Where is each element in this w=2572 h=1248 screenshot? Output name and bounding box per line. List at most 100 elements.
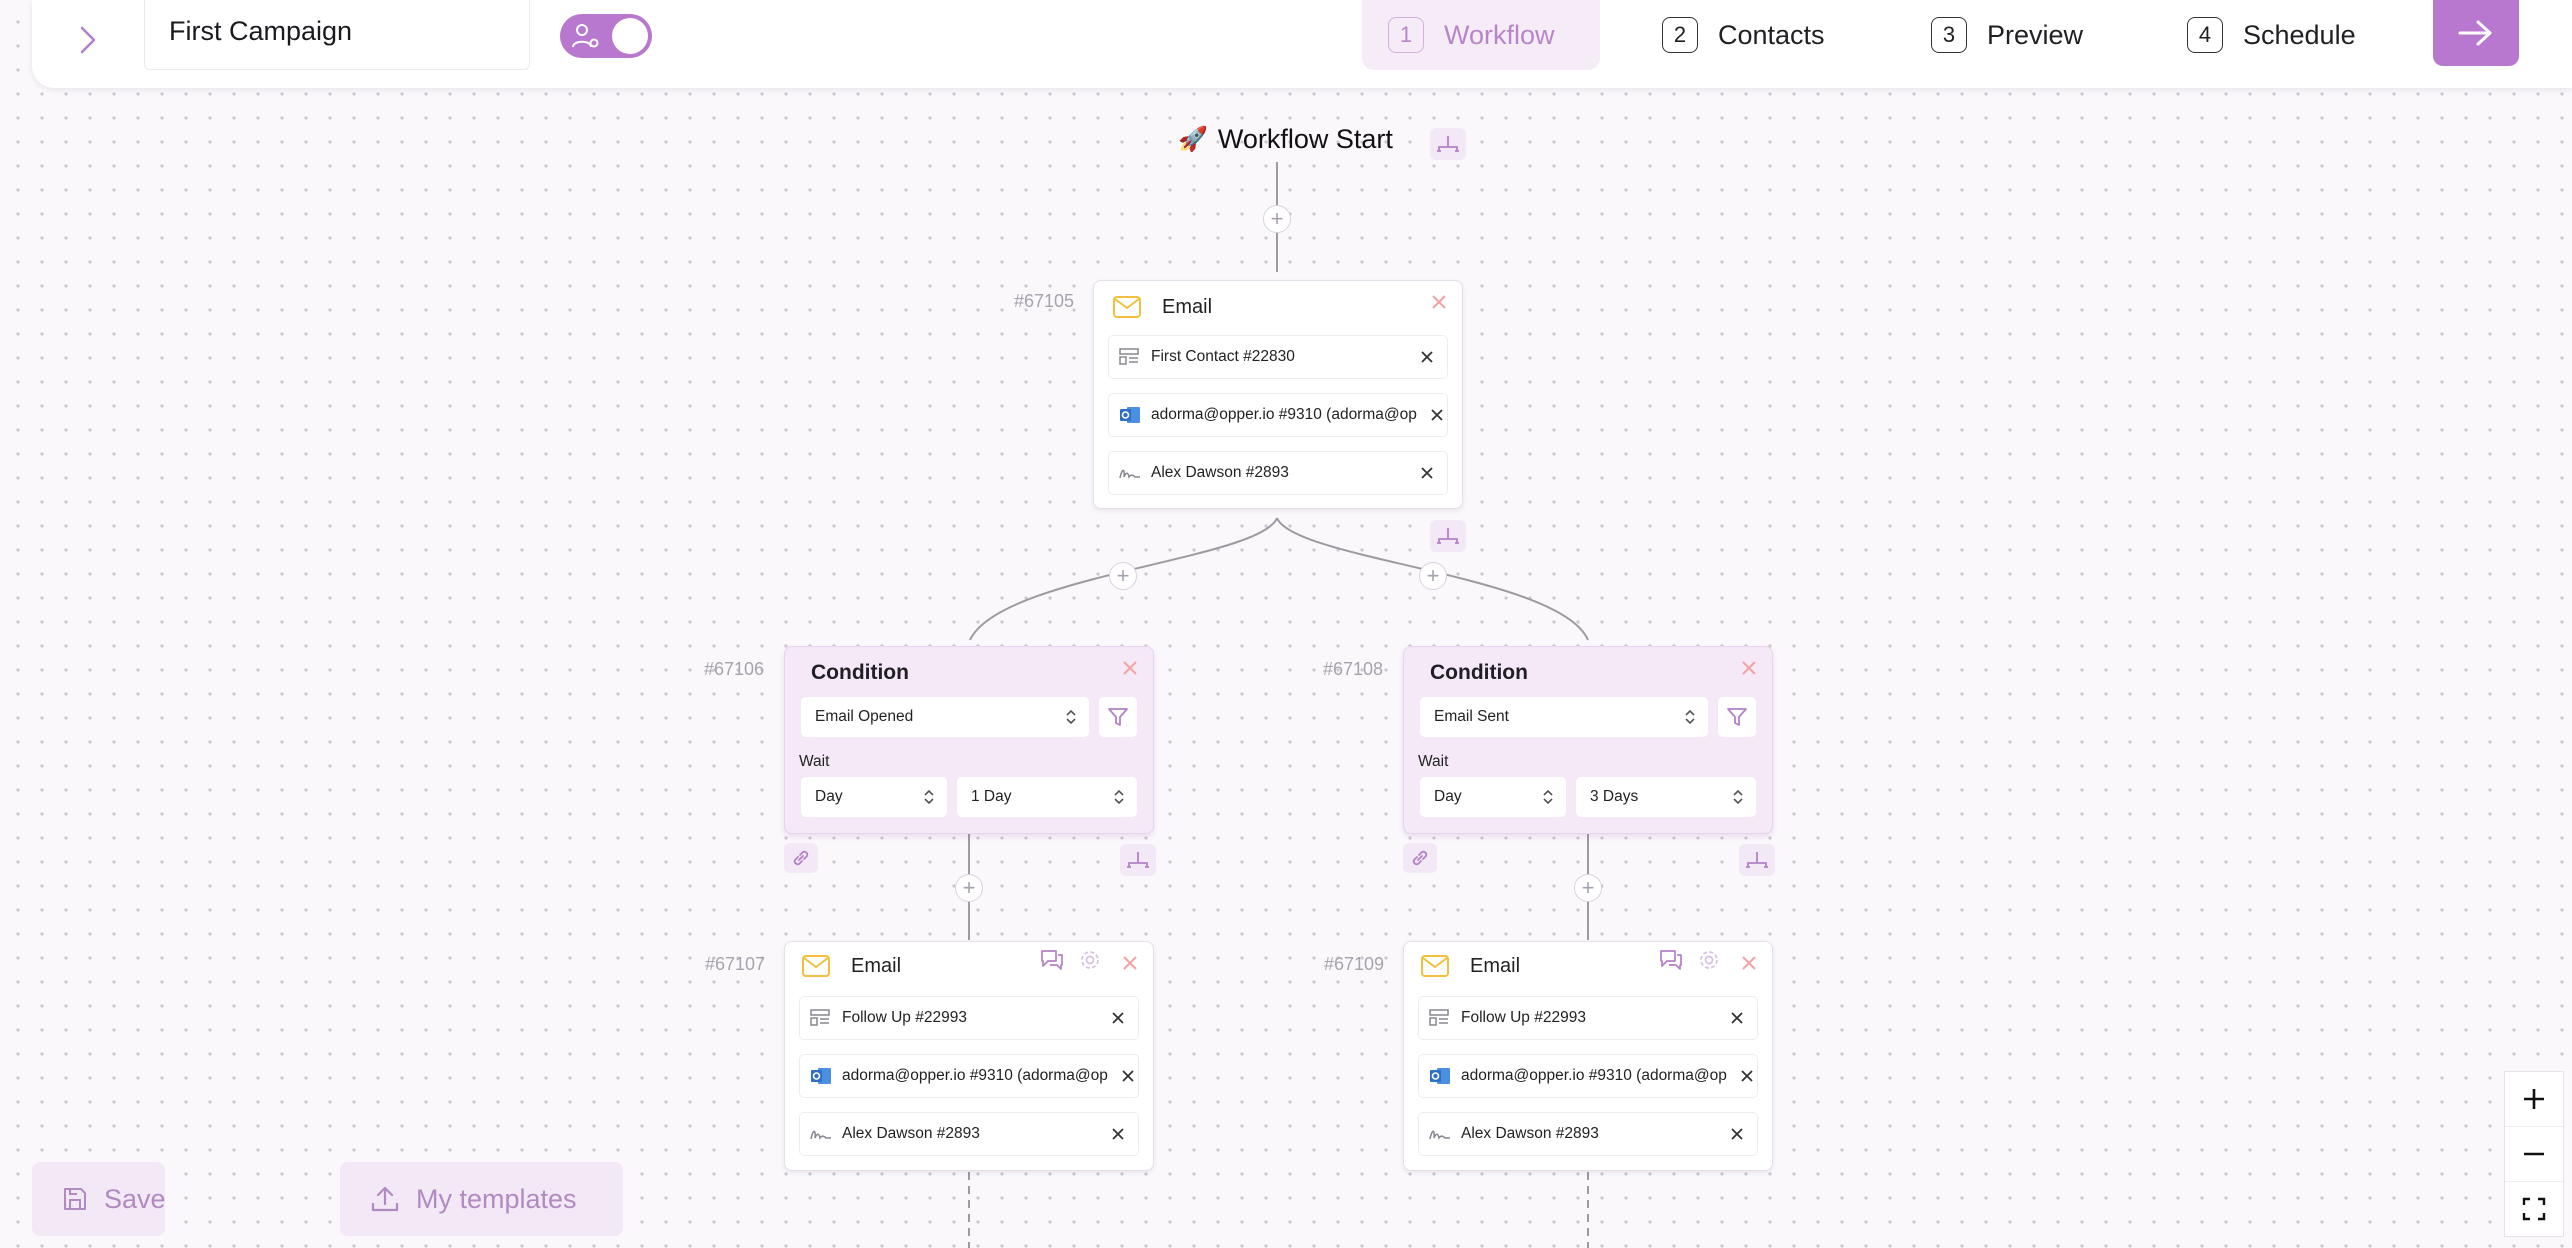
step-label: Schedule bbox=[2243, 19, 2356, 50]
branch-icon bbox=[1437, 528, 1459, 544]
remove-template-button[interactable] bbox=[1098, 1012, 1138, 1024]
wait-unit-select[interactable]: Day bbox=[801, 777, 947, 817]
link-button[interactable] bbox=[1403, 843, 1437, 873]
add-step-button[interactable]: + bbox=[955, 874, 983, 902]
comment-button[interactable] bbox=[1658, 948, 1686, 974]
expand-sidebar-button[interactable] bbox=[62, 14, 114, 66]
signature-row[interactable]: Alex Dawson #2893 bbox=[1108, 451, 1448, 495]
template-row[interactable]: First Contact #22830 bbox=[1108, 335, 1448, 379]
remove-sender-button[interactable] bbox=[1417, 409, 1457, 421]
email-node-header: Email bbox=[1420, 954, 1520, 978]
close-icon bbox=[1421, 467, 1433, 479]
filter-button[interactable] bbox=[1099, 697, 1137, 737]
email-node-left[interactable]: Email Follow Up #22993 adorma@opper.io #… bbox=[784, 941, 1154, 1171]
delete-node-button[interactable] bbox=[1736, 655, 1762, 681]
chevron-updown-icon bbox=[1543, 789, 1553, 805]
save-button[interactable]: Save bbox=[32, 1162, 166, 1236]
wait-amount-value: 1 Day bbox=[971, 788, 1012, 805]
close-icon bbox=[1122, 1070, 1134, 1082]
arrow-right-icon bbox=[2458, 20, 2492, 46]
rocket-icon: 🚀 bbox=[1178, 126, 1208, 153]
fullscreen-icon bbox=[2522, 1197, 2546, 1221]
settings-button[interactable] bbox=[1698, 949, 1722, 973]
comment-button[interactable] bbox=[1039, 948, 1067, 974]
save-label: Save bbox=[104, 1183, 166, 1214]
my-templates-button[interactable]: My templates bbox=[340, 1162, 623, 1236]
remove-sender-button[interactable] bbox=[1727, 1070, 1767, 1082]
wait-amount-select[interactable]: 3 Days bbox=[1576, 777, 1756, 817]
toggle-knob bbox=[612, 18, 648, 54]
sender-row[interactable]: adorma@opper.io #9310 (adorma@op bbox=[1418, 1054, 1758, 1098]
sender-row[interactable]: adorma@opper.io #9310 (adorma@op bbox=[799, 1054, 1139, 1098]
step-schedule[interactable]: 4 Schedule bbox=[2187, 0, 2356, 70]
close-icon bbox=[1432, 295, 1446, 309]
outlook-icon bbox=[1430, 1068, 1450, 1084]
wait-amount-select[interactable]: 1 Day bbox=[957, 777, 1137, 817]
condition-event-select[interactable]: Email Sent bbox=[1420, 697, 1708, 737]
branch-button[interactable] bbox=[1430, 128, 1466, 160]
email-node-header: Email bbox=[1112, 295, 1212, 319]
condition-event-select[interactable]: Email Opened bbox=[801, 697, 1089, 737]
link-button[interactable] bbox=[784, 843, 818, 873]
branch-button[interactable] bbox=[1430, 520, 1466, 552]
close-icon bbox=[1123, 956, 1137, 970]
step-preview[interactable]: 3 Preview bbox=[1931, 0, 2083, 70]
chat-icon bbox=[1041, 950, 1063, 970]
delete-node-button[interactable] bbox=[1426, 289, 1452, 315]
campaign-title-input[interactable]: First Campaign bbox=[144, 0, 530, 70]
template-row[interactable]: Follow Up #22993 bbox=[1418, 996, 1758, 1040]
workflow-start-label: 🚀 Workflow Start bbox=[1178, 124, 1393, 155]
zoom-out-button[interactable] bbox=[2505, 1127, 2563, 1182]
signature-row[interactable]: Alex Dawson #2893 bbox=[799, 1112, 1139, 1156]
signature-row[interactable]: Alex Dawson #2893 bbox=[1418, 1112, 1758, 1156]
delete-node-button[interactable] bbox=[1736, 950, 1762, 976]
chevron-updown-icon bbox=[924, 789, 934, 805]
close-icon bbox=[1741, 1070, 1753, 1082]
chevron-updown-icon bbox=[1066, 709, 1076, 725]
plus-icon bbox=[2524, 1089, 2544, 1109]
add-step-button[interactable]: + bbox=[1574, 874, 1602, 902]
zoom-in-button[interactable] bbox=[2505, 1072, 2563, 1127]
close-icon bbox=[1742, 956, 1756, 970]
wait-unit-select[interactable]: Day bbox=[1420, 777, 1566, 817]
email-node-title: Email bbox=[851, 954, 902, 977]
sender-row[interactable]: adorma@opper.io #9310 (adorma@op bbox=[1108, 393, 1448, 437]
node-id: #67105 bbox=[1014, 291, 1075, 311]
chevron-right-icon bbox=[80, 26, 96, 54]
remove-template-button[interactable] bbox=[1407, 351, 1447, 363]
email-node-root[interactable]: Email First Contact #22830 adorma@opper.… bbox=[1093, 280, 1463, 509]
signature-name: Alex Dawson #2893 bbox=[842, 1125, 980, 1142]
add-step-button[interactable]: + bbox=[1419, 562, 1447, 590]
add-step-button[interactable]: + bbox=[1263, 205, 1291, 233]
branch-button[interactable] bbox=[1739, 844, 1775, 876]
remove-sender-button[interactable] bbox=[1108, 1070, 1148, 1082]
next-step-button[interactable] bbox=[2433, 0, 2519, 66]
delete-node-button[interactable] bbox=[1117, 655, 1143, 681]
condition-node-left[interactable]: Condition Email Opened Wait Day 1 Day bbox=[784, 646, 1154, 834]
remove-template-button[interactable] bbox=[1717, 1012, 1757, 1024]
gear-icon bbox=[1700, 951, 1718, 969]
delete-node-button[interactable] bbox=[1117, 950, 1143, 976]
link-icon bbox=[1412, 850, 1428, 866]
condition-node-right[interactable]: Condition Email Sent Wait Day 3 Days bbox=[1403, 646, 1773, 834]
template-row[interactable]: Follow Up #22993 bbox=[799, 996, 1139, 1040]
campaign-active-toggle[interactable] bbox=[560, 14, 652, 58]
chevron-updown-icon bbox=[1114, 789, 1124, 805]
remove-signature-button[interactable] bbox=[1717, 1128, 1757, 1140]
sender-name: adorma@opper.io #9310 (adorma@op bbox=[1151, 406, 1417, 423]
envelope-icon bbox=[802, 955, 830, 977]
chevron-updown-icon bbox=[1685, 709, 1695, 725]
filter-button[interactable] bbox=[1718, 697, 1756, 737]
step-contacts[interactable]: 2 Contacts bbox=[1662, 0, 1825, 70]
branch-icon bbox=[1127, 852, 1149, 868]
email-node-right[interactable]: Email Follow Up #22993 adorma@opper.io #… bbox=[1403, 941, 1773, 1171]
chevron-updown-icon bbox=[1733, 789, 1743, 805]
step-workflow[interactable]: 1 Workflow bbox=[1362, 0, 1600, 70]
settings-button[interactable] bbox=[1079, 949, 1103, 973]
remove-signature-button[interactable] bbox=[1407, 467, 1447, 479]
signature-icon bbox=[810, 1130, 831, 1140]
remove-signature-button[interactable] bbox=[1098, 1128, 1138, 1140]
branch-button[interactable] bbox=[1120, 844, 1156, 876]
fit-view-button[interactable] bbox=[2505, 1182, 2563, 1236]
add-step-button[interactable]: + bbox=[1109, 562, 1137, 590]
